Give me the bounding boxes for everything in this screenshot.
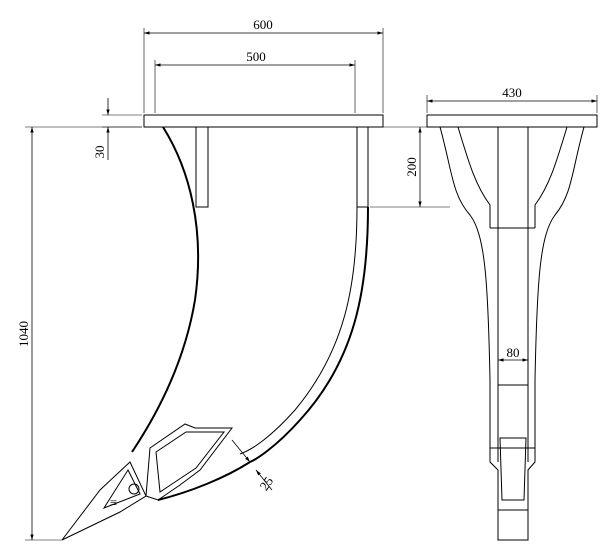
side-dimensions: 430 200 80	[370, 85, 598, 362]
tooth-adapter-inner	[155, 431, 226, 493]
dim-shank-thickness: 25	[256, 474, 276, 493]
front-top-plate	[143, 114, 384, 128]
side-tooth	[499, 437, 527, 501]
dim-line-25-b	[255, 469, 273, 491]
dim-flange-height: 200	[404, 157, 419, 177]
side-left-inner-flange	[457, 126, 491, 228]
dim-shank-spacing: 500	[246, 49, 266, 64]
shank-front-curve	[131, 126, 200, 453]
side-top-plate	[426, 114, 598, 128]
dim-side-width: 430	[502, 85, 522, 100]
dim-shank-width: 80	[507, 345, 520, 360]
tooth-pin	[128, 483, 140, 495]
dim-top-width: 600	[253, 17, 273, 32]
shank-bottom-curve	[157, 461, 251, 501]
dim-plate-thickness: 30	[92, 146, 107, 159]
tooth-marking: ≡	[110, 495, 117, 510]
tooth-adapter	[145, 423, 234, 501]
side-right-inner-flange	[534, 126, 568, 228]
side-right-flange	[534, 126, 585, 462]
tooth-tip	[61, 461, 147, 541]
front-left-rib	[195, 126, 209, 208]
front-dimensions: 600 500 30 1040 25	[16, 17, 384, 541]
side-view	[426, 114, 598, 541]
dim-line-25-a	[231, 439, 251, 463]
shank-outer-curve	[249, 206, 369, 463]
side-left-flange	[439, 126, 491, 462]
front-view: ≡	[61, 114, 384, 541]
side-adapter	[489, 447, 536, 541]
tooth-tip-inner	[102, 468, 141, 510]
shank-inner-curve	[239, 206, 358, 455]
dim-total-height: 1040	[16, 321, 31, 347]
